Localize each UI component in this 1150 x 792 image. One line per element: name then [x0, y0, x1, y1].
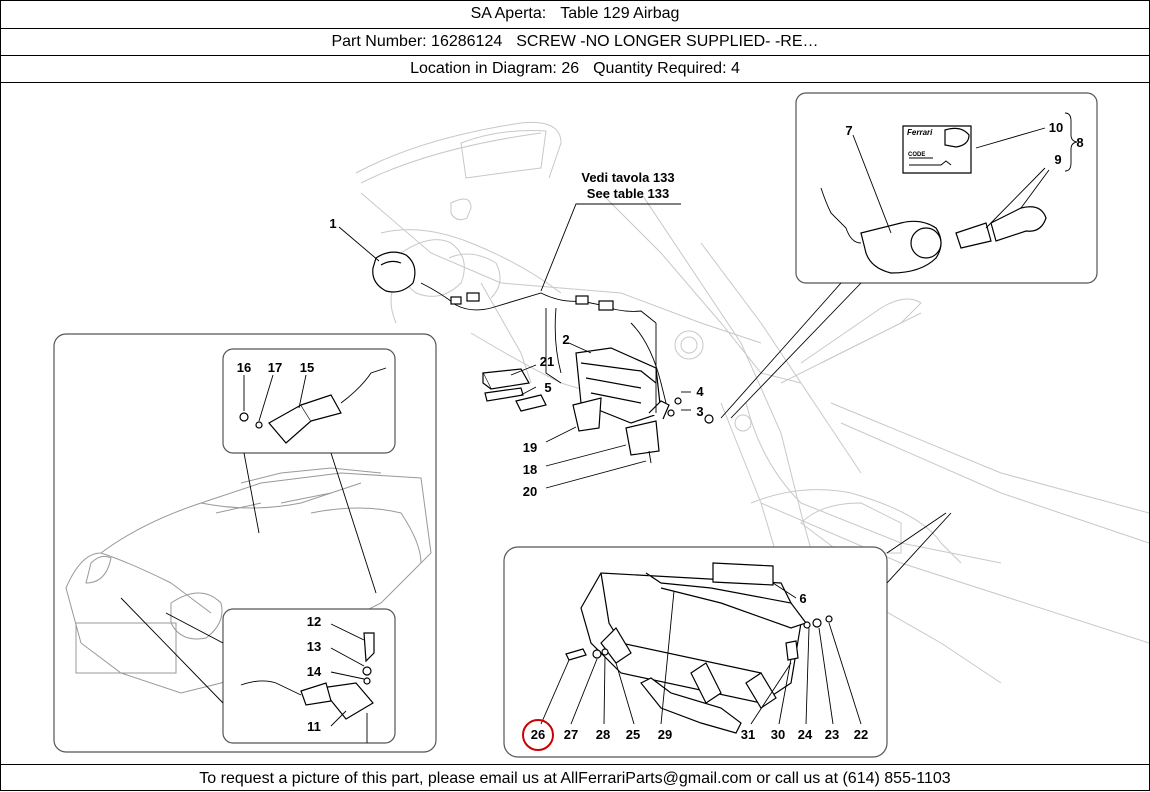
- callout-1: 1: [329, 216, 336, 231]
- location-row: Location in Diagram: 26 Quantity Required…: [1, 56, 1149, 83]
- ferrari-emblem: Ferrari: [907, 128, 933, 137]
- code-label: CODE: [908, 152, 925, 158]
- model-name: SA Aperta:: [470, 5, 547, 22]
- airbag-ecu: [482, 368, 530, 402]
- part-number: Part Number: 16286124: [331, 33, 503, 50]
- callout-31: 31: [741, 727, 755, 742]
- highlight-circle: [522, 719, 554, 751]
- callout-22: 22: [854, 727, 868, 742]
- callout-24: 24: [798, 727, 813, 742]
- callout-20: 20: [523, 484, 537, 499]
- passenger-airbag-inset: [503, 512, 952, 758]
- brackets: [515, 394, 714, 464]
- footer-text: To request a picture of this part, pleas…: [199, 770, 951, 787]
- callout-5: 5: [544, 380, 551, 395]
- callout-17: 17: [268, 360, 282, 375]
- callout-9: 9: [1054, 152, 1061, 167]
- steering-airbag-module: [372, 251, 416, 293]
- callout-23: 23: [825, 727, 839, 742]
- key-inset: [720, 92, 1098, 419]
- callout-12: 12: [307, 614, 321, 629]
- callout-21: 21: [540, 354, 554, 369]
- callout-4: 4: [696, 384, 704, 399]
- callout-26: 26: [531, 727, 545, 742]
- callout-28: 28: [596, 727, 610, 742]
- callout-30: 30: [771, 727, 785, 742]
- callout-8: 8: [1076, 135, 1083, 150]
- car-inset: [53, 333, 437, 753]
- title-row: SA Aperta: Table 129 Airbag: [1, 1, 1149, 29]
- airbag-harness: [420, 282, 667, 404]
- callout-15: 15: [300, 360, 314, 375]
- callout-6: 6: [799, 591, 806, 606]
- main-leaders: [338, 203, 691, 489]
- callout-13: 13: [307, 639, 321, 654]
- part-number-row: Part Number: 16286124 SCREW -NO LONGER SU…: [1, 29, 1149, 56]
- callout-18: 18: [523, 462, 537, 477]
- part-description: SCREW -NO LONGER SUPPLIED- -RE…: [516, 33, 819, 50]
- quantity-required: Quantity Required: 4: [593, 60, 740, 77]
- callout-7: 7: [845, 123, 852, 138]
- callout-16: 16: [237, 360, 251, 375]
- callout-labels: 1 2 3 4 5 6 7 8 9 10 11 12 13 14 15 16 1…: [237, 120, 1084, 751]
- callout-11: 11: [307, 719, 321, 734]
- callout-19: 19: [523, 440, 537, 455]
- callout-29: 29: [658, 727, 672, 742]
- footer-contact: To request a picture of this part, pleas…: [1, 764, 1149, 791]
- parts-diagram: Vedi tavola 133 See table 133 Ferrari CO…: [1, 83, 1150, 763]
- dashboard-outline: [355, 121, 1150, 684]
- callout-27: 27: [564, 727, 578, 742]
- ref-see-table: See table 133: [587, 186, 669, 201]
- callout-14: 14: [307, 664, 322, 679]
- callout-2: 2: [562, 332, 569, 347]
- callout-25: 25: [626, 727, 640, 742]
- table-title: Table 129 Airbag: [560, 5, 680, 22]
- callout-10: 10: [1049, 120, 1063, 135]
- diagram-svg: Vedi tavola 133 See table 133 Ferrari CO…: [53, 92, 1150, 758]
- callout-3: 3: [696, 404, 703, 419]
- ref-vedi-tavola: Vedi tavola 133: [581, 170, 674, 185]
- location-in-diagram: Location in Diagram: 26: [410, 60, 580, 77]
